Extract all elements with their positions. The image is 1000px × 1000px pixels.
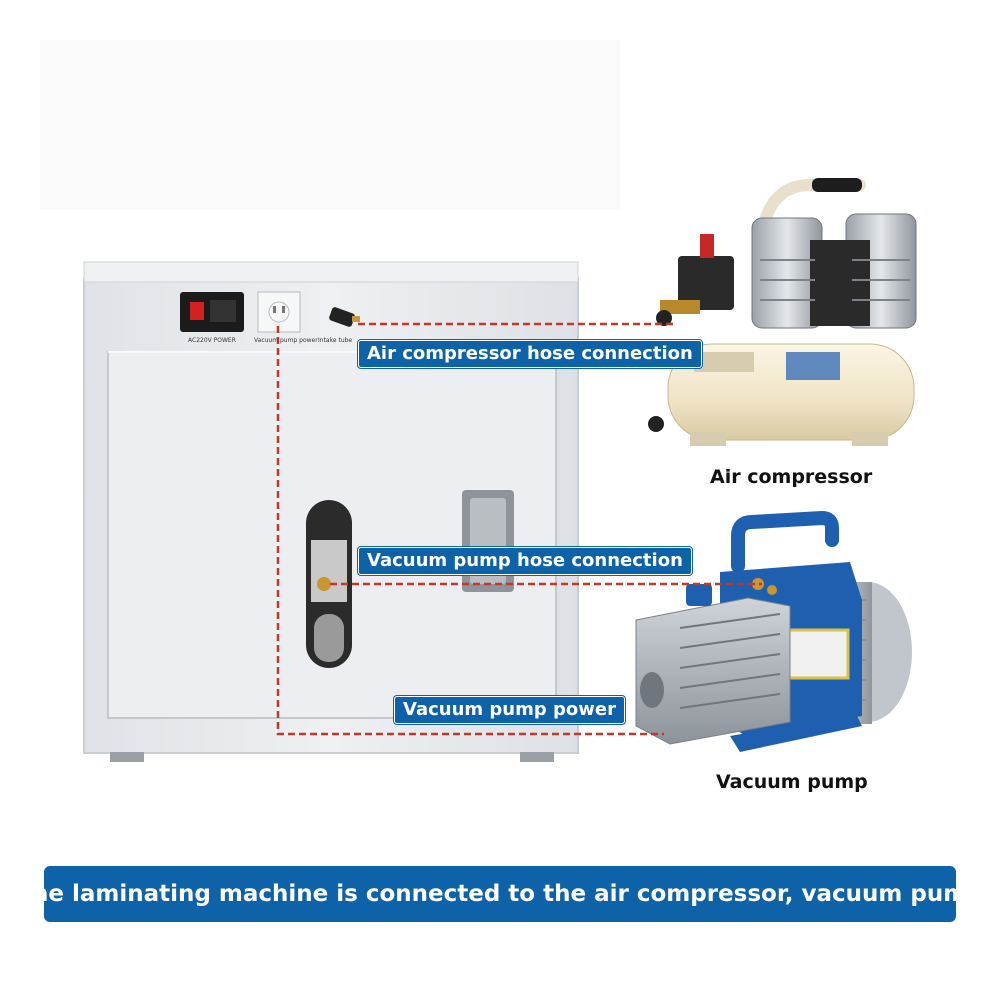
panel-intake-label: Intake tube bbox=[318, 337, 353, 344]
air-compressor-illustration bbox=[648, 178, 917, 446]
vacuum-power-line bbox=[276, 326, 664, 736]
vacuum-window bbox=[306, 500, 352, 668]
panel-power-label: AC220V POWER bbox=[188, 337, 236, 344]
background-panel bbox=[40, 40, 620, 210]
intake-connector bbox=[329, 307, 360, 327]
vacuum-pump-illustration bbox=[635, 510, 912, 752]
vacuum-hose-callout: Vacuum pump hose connection bbox=[358, 547, 692, 575]
air-compressor-caption: Air compressor bbox=[710, 466, 873, 488]
connection-lines bbox=[276, 322, 762, 736]
vacuum-pump-caption: Vacuum pump bbox=[716, 771, 868, 793]
air-hose-callout: Air compressor hose connection bbox=[358, 340, 702, 368]
summary-banner-text: The laminating machine is connected to t… bbox=[16, 881, 984, 907]
summary-banner: The laminating machine is connected to t… bbox=[16, 866, 984, 922]
panel-vacuum-power-label: Vacuum pump power bbox=[254, 337, 318, 344]
vacuum-power-callout: Vacuum pump power bbox=[394, 696, 625, 724]
